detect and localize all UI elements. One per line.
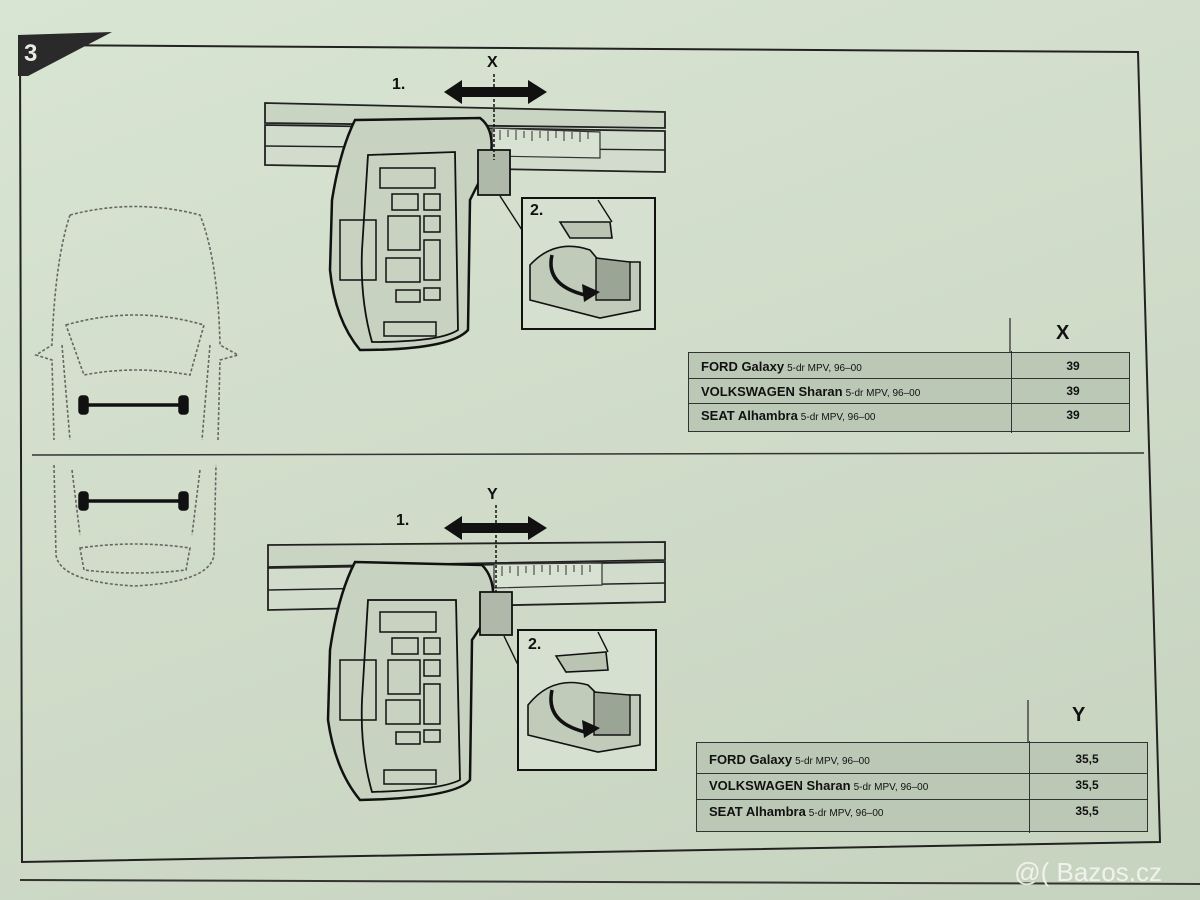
step-number: 3 bbox=[24, 40, 38, 67]
bottom-dimension-marker: Y bbox=[487, 486, 498, 503]
top-table-column-header: X bbox=[1056, 322, 1070, 344]
bottom-edge-line bbox=[19, 879, 1200, 885]
roof-bar-front bbox=[78, 395, 189, 415]
top-step1-label: 1. bbox=[392, 76, 406, 93]
vehicle-value: 39 bbox=[1066, 408, 1080, 422]
vehicle-value: 35,5 bbox=[1075, 778, 1099, 792]
top-dimension-marker: X bbox=[487, 54, 498, 71]
vehicle-value: 35,5 bbox=[1075, 752, 1099, 766]
top-roof-foot bbox=[328, 116, 511, 352]
car-outline-icon bbox=[34, 205, 241, 587]
watermark: @( Bazos.cz bbox=[1014, 857, 1162, 887]
roof-bar-rear bbox=[78, 491, 189, 511]
bottom-step2-label: 2. bbox=[528, 636, 542, 653]
vehicle-value: 35,5 bbox=[1075, 804, 1099, 818]
vehicle-value: 39 bbox=[1066, 359, 1080, 373]
bottom-table-divider bbox=[1029, 741, 1030, 833]
bottom-double-arrow-icon bbox=[444, 516, 547, 540]
section-divider bbox=[31, 452, 1145, 456]
top-double-arrow-icon bbox=[444, 80, 547, 104]
bottom-roof-foot bbox=[326, 560, 513, 802]
bottom-rotate-arrow-icon bbox=[549, 689, 586, 734]
top-detail-inset bbox=[499, 195, 656, 330]
top-rotate-arrow-icon bbox=[549, 254, 586, 297]
vehicle-value: 39 bbox=[1066, 384, 1080, 398]
bottom-detail-inset bbox=[503, 629, 657, 771]
top-step2-label: 2. bbox=[530, 202, 544, 219]
top-table-divider bbox=[1011, 351, 1012, 433]
bottom-step1-label: 1. bbox=[396, 512, 410, 529]
bottom-measuring-scale bbox=[493, 562, 603, 589]
step-badge-shape bbox=[18, 32, 112, 76]
bottom-table-column-header: Y bbox=[1072, 704, 1086, 726]
page-frame bbox=[18, 43, 1162, 864]
